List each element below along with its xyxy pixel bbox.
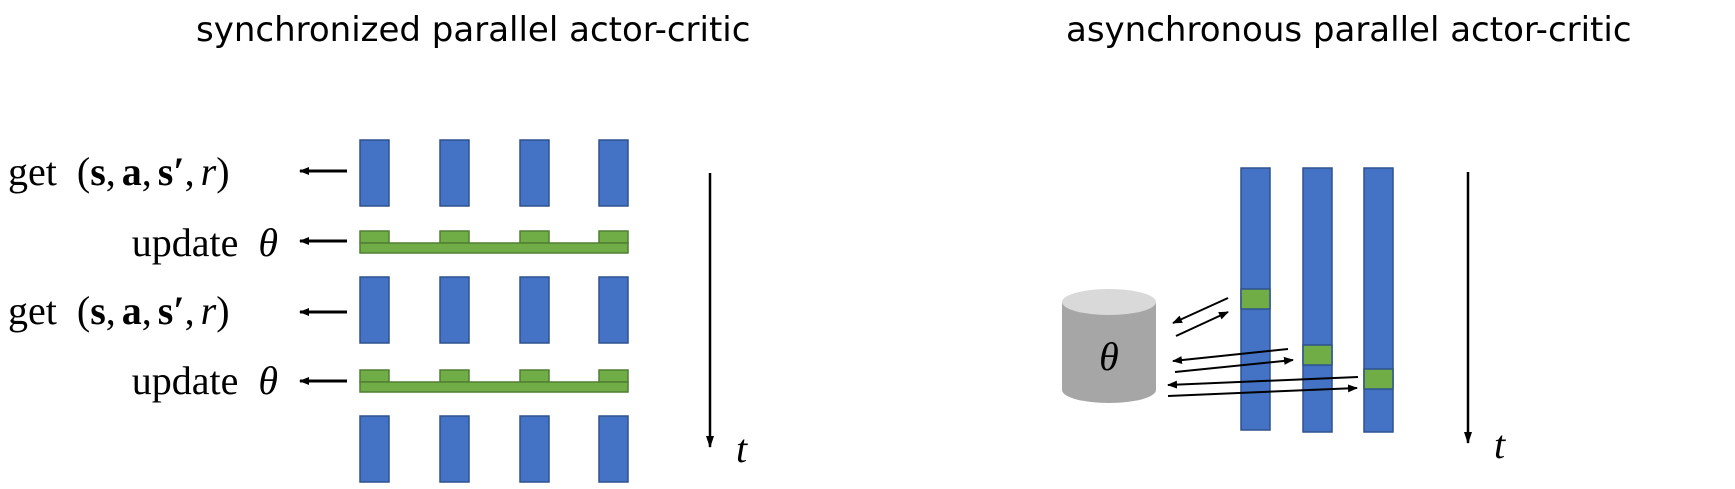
update-segment	[1363, 368, 1394, 390]
row-label-get-2: get (s,a,s′,r)	[8, 288, 230, 333]
async-worker-1	[1240, 167, 1271, 431]
svg-text:get (s,a,s′,r): get (s,a,s′,r)	[8, 149, 230, 194]
parameter-theta-label: θ	[1099, 334, 1119, 379]
tuple-s: s	[90, 149, 106, 194]
worker-block	[598, 139, 629, 207]
update-segment	[1302, 344, 1333, 366]
right-time-label: t	[1494, 422, 1506, 467]
svg-text:get (s,a,s′,r): get (s,a,s′,r)	[8, 288, 230, 333]
worker-block	[519, 139, 550, 207]
update-bar	[359, 381, 629, 393]
update-tab	[359, 369, 390, 383]
right-panel-title: asynchronous parallel actor-critic	[1066, 10, 1632, 50]
update-bar-2	[359, 369, 629, 393]
pull-arrow-worker-3	[1167, 376, 1359, 389]
async-worker-3	[1363, 167, 1394, 433]
svg-text:update θ: update θ	[132, 358, 278, 403]
update-tab	[598, 230, 629, 244]
worker-block	[519, 276, 550, 344]
worker-block	[439, 139, 470, 207]
update-word: update	[132, 358, 239, 403]
push-arrow-worker-1	[1175, 311, 1229, 337]
update-bar-1	[359, 230, 629, 254]
worker-column	[1363, 167, 1394, 433]
tuple-close: )	[216, 288, 229, 333]
row-label-update-2: update θ	[132, 358, 278, 403]
tuple-open: (	[77, 149, 90, 194]
tuple-a: a	[122, 288, 142, 333]
tuple-close: )	[216, 149, 229, 194]
tuple-a: a	[122, 149, 142, 194]
update-bar	[359, 242, 629, 254]
push-arrow-worker-3	[1167, 384, 1358, 397]
get-word: get	[8, 149, 57, 194]
tuple-s: s	[90, 288, 106, 333]
tuple-open: (	[77, 288, 90, 333]
left-panel-title: synchronized parallel actor-critic	[196, 10, 751, 50]
tuple-s-prime: s′	[158, 149, 185, 194]
update-segment	[1240, 288, 1271, 310]
row-label-get-1: get (s,a,s′,r)	[8, 149, 230, 194]
update-tab	[439, 369, 470, 383]
update-tab	[519, 230, 550, 244]
parameter-server-cylinder: θ	[1062, 289, 1156, 403]
theta-symbol: θ	[258, 358, 278, 403]
update-word: update	[132, 220, 239, 265]
worker-block	[598, 415, 629, 483]
update-tab	[439, 230, 470, 244]
row-label-update-1: update θ	[132, 220, 278, 265]
worker-block	[439, 276, 470, 344]
worker-row-3	[359, 415, 629, 483]
worker-row-1	[359, 139, 629, 207]
theta-symbol: θ	[258, 220, 278, 265]
worker-block	[598, 276, 629, 344]
worker-block	[439, 415, 470, 483]
async-worker-2	[1302, 167, 1333, 433]
worker-block	[359, 415, 390, 483]
worker-row-2	[359, 276, 629, 344]
tuple-s-prime: s′	[158, 288, 185, 333]
exchange-arrows	[1167, 297, 1359, 397]
worker-column	[1302, 167, 1333, 433]
pull-arrow-worker-2	[1172, 348, 1289, 365]
update-tab	[359, 230, 390, 244]
push-arrow-worker-2	[1174, 356, 1294, 373]
worker-block	[519, 415, 550, 483]
update-tab	[598, 369, 629, 383]
pull-arrow-worker-1	[1172, 297, 1229, 324]
update-tab	[519, 369, 550, 383]
left-time-label: t	[736, 426, 748, 471]
worker-block	[359, 139, 390, 207]
tuple-r: r	[201, 288, 217, 333]
tuple-r: r	[201, 149, 217, 194]
svg-text:update θ: update θ	[132, 220, 278, 265]
get-word: get	[8, 288, 57, 333]
worker-block	[359, 276, 390, 344]
